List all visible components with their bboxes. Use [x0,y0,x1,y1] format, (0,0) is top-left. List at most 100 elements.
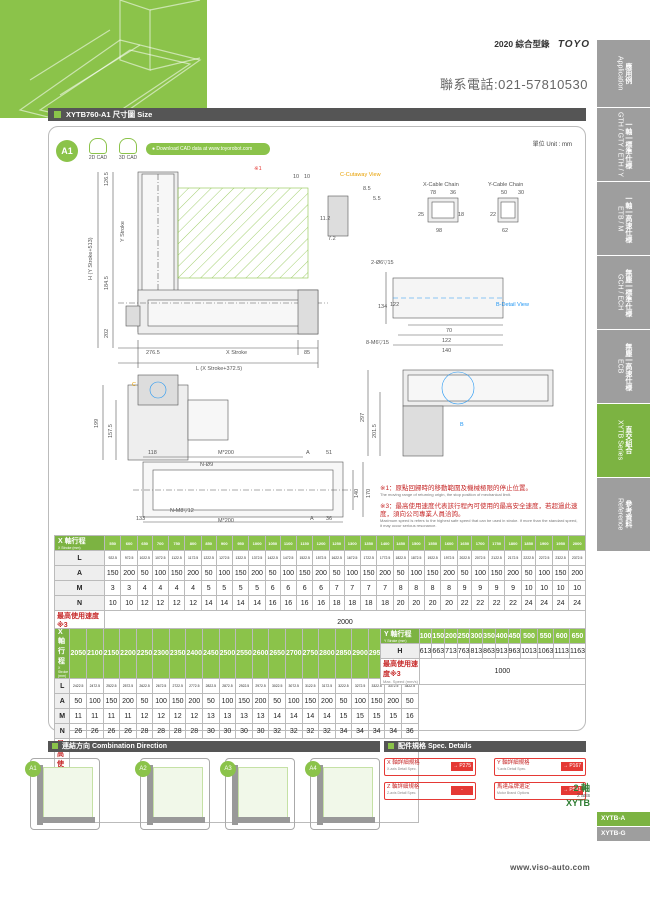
stroke-value: 300 [469,628,484,644]
row-value: 150 [295,565,314,581]
row-label: M [53,708,71,724]
row-value: 50 [200,565,217,581]
row-value: 713 [444,643,458,659]
svg-text:62: 62 [502,228,508,234]
unit-label: 單位 Unit : mm [532,142,572,148]
row-value: 15 [384,708,402,724]
row-value: 32 [318,723,336,739]
stroke-value: 550 [103,535,122,551]
svg-text:51: 51 [326,450,332,456]
row-value: 6 [279,580,297,596]
cad-2d-button[interactable]: 2D CAD [86,138,110,161]
footer-website[interactable]: www.viso-auto.com [510,863,590,872]
row-value: 1372.5 [248,550,266,566]
svg-text:126.5: 126.5 [104,172,110,186]
stroke-value: 1550 [423,535,442,551]
row-value: 50 [392,565,409,581]
row-value: 972.5 [120,550,138,566]
cutaway-label: C-Cutaway View [340,172,381,178]
stroke-value: 1750 [487,535,506,551]
row-value: 50 [456,565,473,581]
row-value: 9 [456,580,473,596]
row-value: 1672.5 [343,550,361,566]
svg-text:202: 202 [104,329,110,338]
row-value: 50 [136,565,153,581]
stroke-value: 150 [431,628,446,644]
row-value: 150 [551,565,570,581]
combination-a4[interactable]: A4 [305,758,380,830]
row-value: 1122.5 [167,550,186,566]
row-value: 12 [184,595,202,611]
row-label: M [54,580,105,596]
row-value: 1322.5 [231,550,250,566]
hole-label-3: N-Ø9 [200,462,213,468]
row-value: 2772.5 [185,678,204,694]
row-value: 5 [248,580,266,596]
row-value: 16 [264,595,281,611]
combination-a2[interactable]: A2 [135,758,210,830]
stroke-value: 1950 [551,535,570,551]
row-value: 11 [86,708,104,724]
row-label: H [380,643,420,659]
row-value: 150 [167,565,186,581]
row-value: 10 [568,580,586,596]
row-value: 28 [135,723,154,739]
row-value: 2972.5 [251,678,270,694]
model-tab-xytb-g[interactable]: XYTB-G [597,827,650,841]
row-value: 26 [119,723,137,739]
download-cad-link[interactable]: ● Download CAD data at www.toyorobot.com [146,143,270,155]
row-value: 10 [520,580,537,596]
svg-text:122: 122 [390,302,399,308]
svg-text:140: 140 [442,348,451,354]
model-tab-xytb-a[interactable]: XYTB-A [597,812,650,826]
svg-text:297: 297 [360,413,366,422]
stroke-value: 2850 [334,628,353,679]
row-value: 1622.5 [328,550,345,566]
row-value: 1272.5 [215,550,233,566]
stroke-value: 2200 [119,628,137,679]
combination-a1[interactable]: A1 [25,758,100,830]
row-value: 20 [407,595,425,611]
row-value: 100 [284,693,303,709]
svg-text:10: 10 [293,174,299,180]
row-value: 1072.5 [151,550,169,566]
row-value: 200 [184,565,202,581]
row-value: 24 [535,595,553,611]
row-value: 100 [471,565,489,581]
row-value: 30 [235,723,253,739]
row-value: 12 [136,595,153,611]
cad-3d-button[interactable]: 3D CAD [116,138,140,161]
svg-text:118: 118 [148,450,157,456]
combination-a3[interactable]: A3 [220,758,295,830]
row-value: 922.5 [103,550,122,566]
stroke-value: 900 [215,535,233,551]
stroke-value: 1100 [279,535,297,551]
row-value: 100 [86,693,104,709]
stroke-value: 2600 [251,628,270,679]
stroke-value: 750 [167,535,186,551]
row-value: 32 [301,723,320,739]
svg-text:170: 170 [366,489,372,498]
row-value: 963 [507,643,522,659]
note-1: ※1：原點回歸時的移動範圍及機械極限的停止位置。 The moving rang… [380,485,533,498]
stroke-value: 2250 [135,628,154,679]
row-label: N [53,723,71,739]
